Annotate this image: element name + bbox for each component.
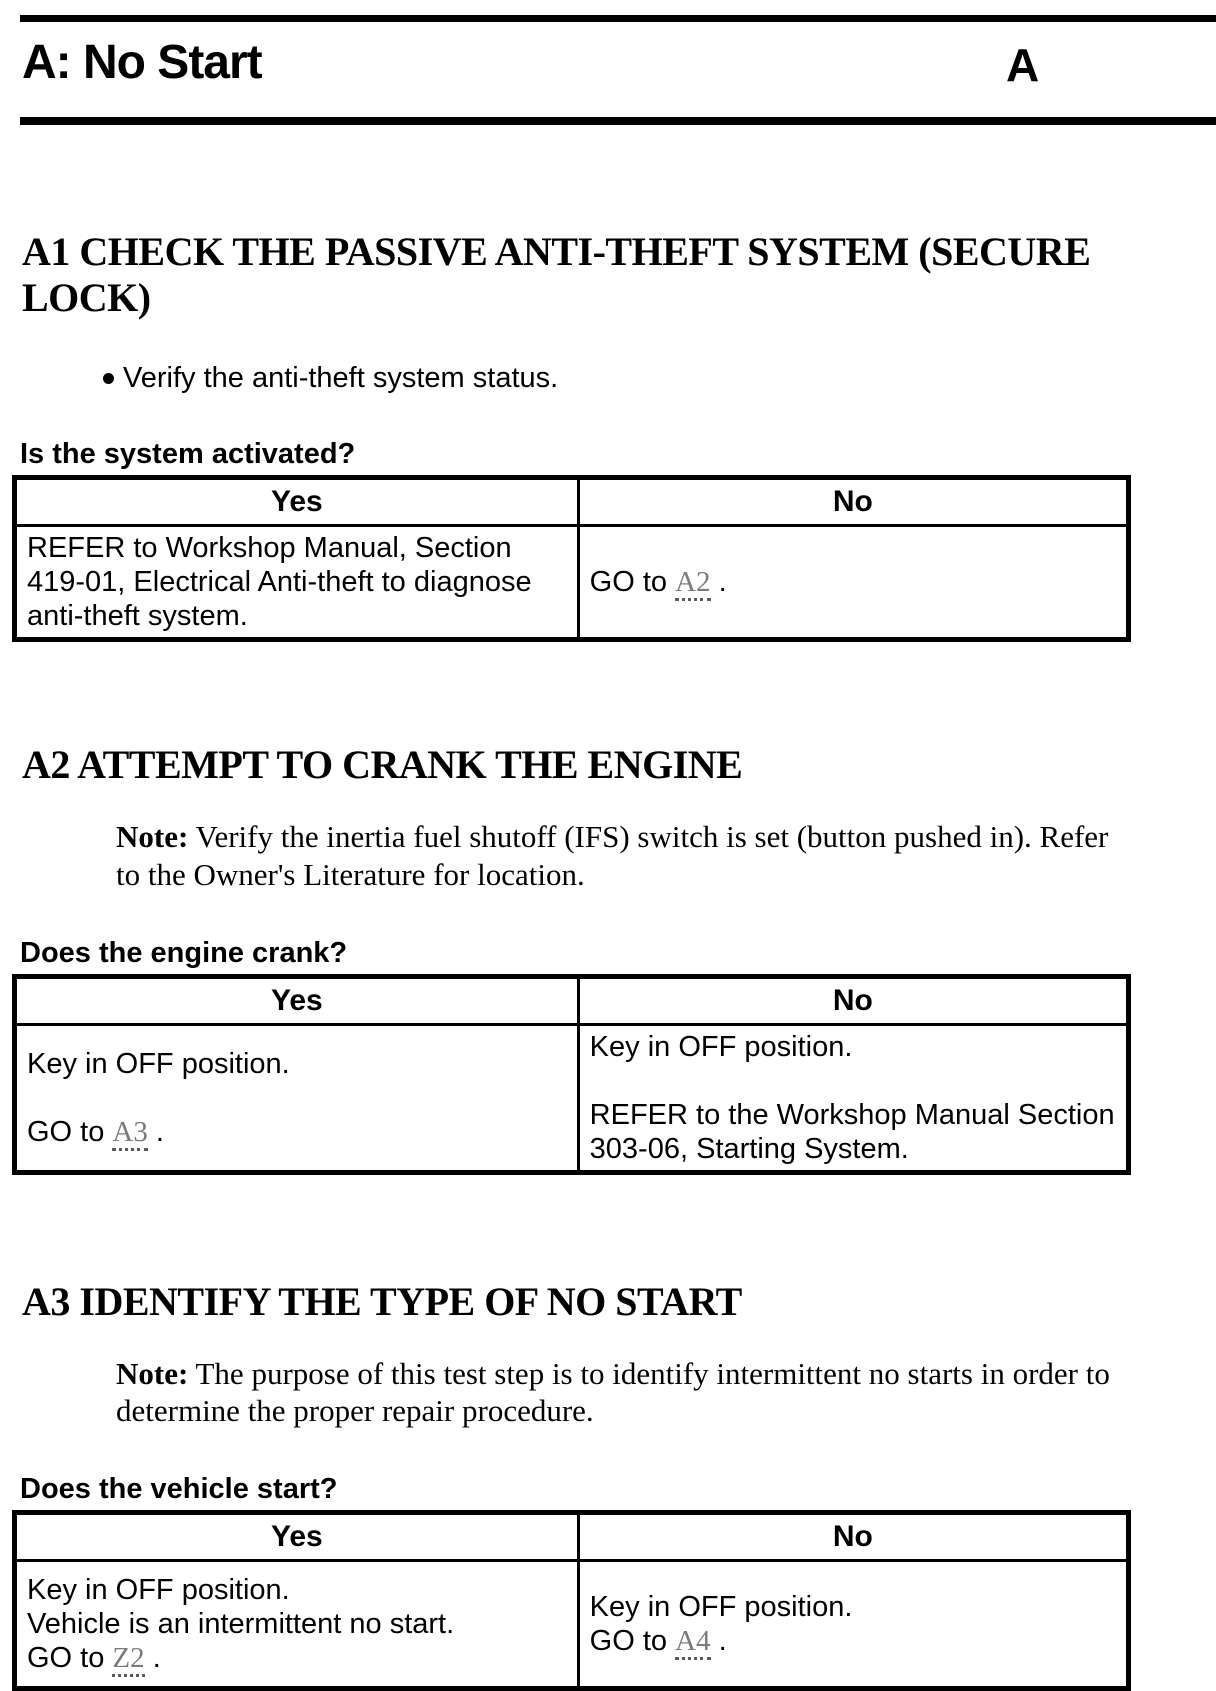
- note-label: Note:: [116, 1355, 189, 1391]
- no-cell: Key in OFF position.GO to A4 .: [576, 1559, 1131, 1691]
- goto-link-Z2[interactable]: Z2: [112, 1642, 145, 1678]
- horizontal-rule-under-title: [20, 117, 1216, 125]
- cell-line: [27, 1081, 567, 1115]
- cell-line: GO to A3 .: [27, 1115, 567, 1151]
- cell-text: REFER to Workshop Manual, Section 419-01…: [27, 532, 532, 632]
- cell-text: .: [147, 1115, 164, 1148]
- cell-text: GO to: [27, 1642, 113, 1675]
- note-A2: Note: Verify the inertia fuel shutoff (I…: [116, 818, 1216, 894]
- bullet-item: Verify the anti-theft system status.: [103, 361, 1216, 395]
- bullet-text: Verify the anti-theft system status.: [123, 362, 559, 394]
- cell-line: Key in OFF position.: [27, 1047, 567, 1081]
- column-header-yes: Yes: [13, 476, 580, 527]
- yes-cell: Key in OFF position. GO to A3 .: [13, 1022, 580, 1174]
- cell-line: REFER to Workshop Manual, Section 419-01…: [27, 531, 567, 633]
- cell-text: .: [710, 1625, 727, 1658]
- column-header-no: No: [576, 476, 1131, 527]
- cell-text: .: [144, 1642, 161, 1675]
- page-letter: A: [1006, 39, 1040, 91]
- page-title: A: No Start: [22, 36, 263, 89]
- cell-text: Key in OFF position.: [27, 1047, 290, 1080]
- column-header-no: No: [576, 1511, 1131, 1563]
- cell-line: GO to Z2 .: [27, 1641, 567, 1678]
- cell-line: REFER to the Workshop Manual Section 303…: [590, 1098, 1116, 1166]
- goto-link-A4[interactable]: A4: [675, 1625, 711, 1661]
- question-A1: Is the system activated?: [20, 438, 356, 470]
- table-row: Key in OFF position.Vehicle is an interm…: [13, 1559, 1131, 1691]
- column-header-yes: Yes: [13, 1511, 580, 1563]
- cell-line: [590, 1064, 1116, 1098]
- question-A2: Does the engine crank?: [20, 936, 348, 969]
- step-heading-A3: A3 IDENTIFY THE TYPE OF NO START: [22, 1279, 1216, 1325]
- note-line: determine the proper repair procedure.: [116, 1393, 594, 1429]
- note-line: Note: The purpose of this test step is t…: [116, 1355, 1216, 1393]
- cell-line: GO to A2 .: [589, 565, 1116, 601]
- cell-line: GO to A4 .: [589, 1624, 1116, 1661]
- note-A3: Note: The purpose of this test step is t…: [116, 1355, 1216, 1431]
- cell-text: REFER to the Workshop Manual Section 303…: [589, 1098, 1115, 1165]
- goto-link-A3[interactable]: A3: [112, 1115, 148, 1151]
- cell-text: Vehicle is an intermittent no start.: [27, 1608, 455, 1641]
- cell-text: Key in OFF position.: [27, 1574, 290, 1607]
- note-line: to the Owner's Literature for location.: [116, 856, 585, 892]
- yes-cell: REFER to Workshop Manual, Section 419-01…: [13, 524, 580, 641]
- cell-line: Key in OFF position.: [27, 1573, 567, 1607]
- step-heading-line: A2 ATTEMPT TO CRANK THE ENGINE: [22, 742, 743, 787]
- cell-text: GO to: [589, 566, 676, 598]
- step-heading-A2: A2 ATTEMPT TO CRANK THE ENGINE: [22, 742, 1216, 788]
- yes-cell: Key in OFF position.Vehicle is an interm…: [13, 1559, 580, 1691]
- no-cell: GO to A2 .: [576, 524, 1131, 641]
- note-label: Note:: [116, 819, 189, 854]
- goto-link-A2[interactable]: A2: [675, 566, 711, 601]
- column-header-yes: Yes: [13, 974, 580, 1026]
- cell-line: Vehicle is an intermittent no start.: [27, 1607, 567, 1641]
- step-heading-A1: A1 CHECK THE PASSIVE ANTI-THEFT SYSTEM (…: [22, 229, 1216, 321]
- pinpoint-step-A1: A1 CHECK THE PASSIVE ANTI-THEFT SYSTEM (…: [0, 229, 1216, 642]
- table-row: REFER to Workshop Manual, Section 419-01…: [13, 524, 1131, 641]
- step-heading-line: LOCK): [22, 275, 151, 320]
- cell-text: GO to: [27, 1115, 113, 1148]
- pinpoint-step-A3: A3 IDENTIFY THE TYPE OF NO START Note: Th…: [0, 1279, 1216, 1691]
- question-A3: Does the vehicle start?: [20, 1473, 338, 1506]
- document-header: A: No Start A: [22, 34, 1216, 92]
- step-heading-line: A1 CHECK THE PASSIVE ANTI-THEFT SYSTEM (…: [22, 229, 1091, 274]
- note-text: The purpose of this test step is to iden…: [195, 1355, 1110, 1391]
- pinpoint-step-A2: A2 ATTEMPT TO CRANK THE ENGINE Note: Veri…: [0, 742, 1216, 1175]
- cell-text: GO to: [589, 1625, 676, 1658]
- no-cell: Key in OFF position. REFER to the Worksh…: [576, 1022, 1131, 1174]
- column-header-no: No: [576, 974, 1131, 1026]
- cell-text: Key in OFF position.: [589, 1030, 853, 1063]
- cell-line: Key in OFF position.: [590, 1030, 1116, 1064]
- note-line: Note: Verify the inertia fuel shutoff (I…: [116, 818, 1216, 856]
- cell-text: Key in OFF position.: [589, 1591, 853, 1624]
- table-row: Key in OFF position. GO to A3 .Key in OF…: [13, 1022, 1131, 1174]
- cell-line: Key in OFF position.: [590, 1590, 1116, 1624]
- note-text: Verify the inertia fuel shutoff (IFS) sw…: [195, 819, 1109, 854]
- bullet-icon: [103, 373, 114, 384]
- document-body: A1 CHECK THE PASSIVE ANTI-THEFT SYSTEM (…: [0, 229, 1216, 1691]
- horizontal-rule-top: [20, 15, 1216, 22]
- step-heading-line: A3 IDENTIFY THE TYPE OF NO START: [22, 1278, 742, 1324]
- cell-text: .: [710, 566, 727, 598]
